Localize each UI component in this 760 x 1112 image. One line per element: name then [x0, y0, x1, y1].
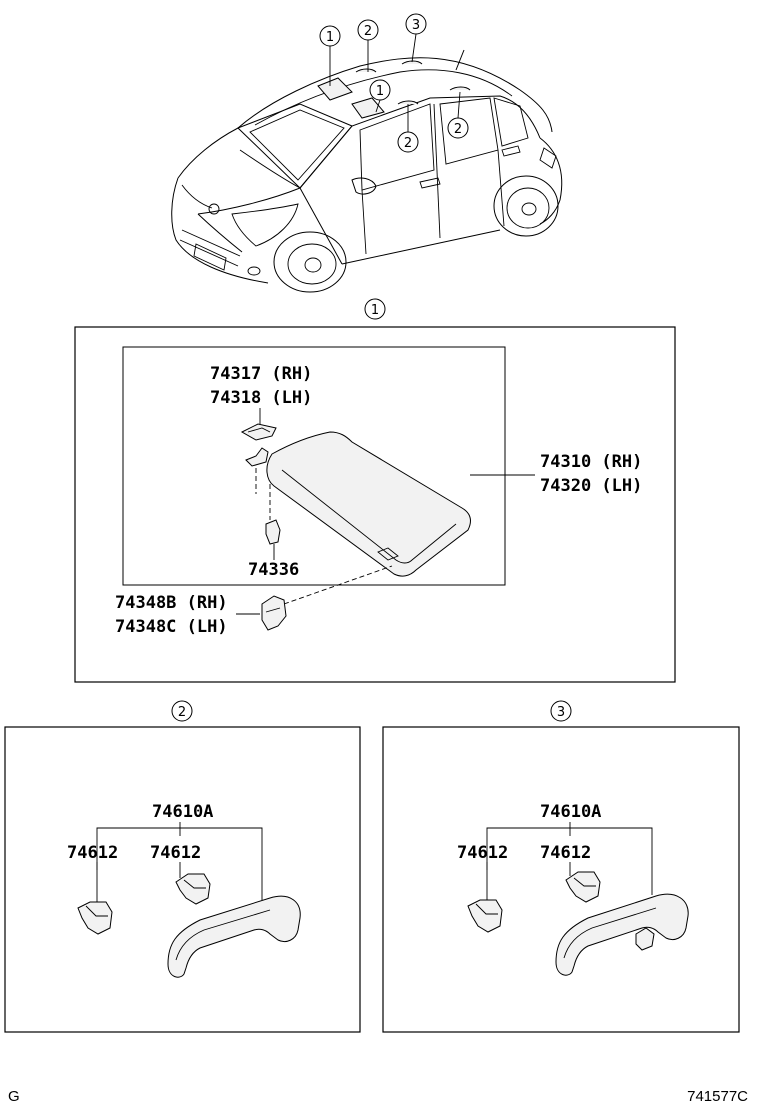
part-74310-rh: 74310 (RH): [540, 452, 642, 472]
visor-assembly-frame: [122, 346, 506, 586]
section-3-assembly-74610a: 74610A: [540, 802, 601, 822]
part-74320-lh: 74320 (LH): [540, 476, 642, 496]
svg-text:2: 2: [404, 136, 412, 151]
svg-text:3: 3: [412, 18, 420, 33]
callout-3-top: 3: [405, 13, 427, 35]
svg-text:2: 2: [364, 24, 372, 39]
part-74348b-rh: 74348B (RH): [115, 593, 228, 613]
section-3-frame: [382, 726, 740, 1033]
svg-text:2: 2: [178, 705, 186, 720]
svg-text:2: 2: [454, 122, 462, 137]
section-1-frame: [74, 326, 676, 683]
svg-text:1: 1: [376, 84, 384, 99]
section-1-marker: 1: [364, 298, 386, 320]
section-2-cap-right-74612: 74612: [150, 843, 201, 863]
callout-2-top: 2: [357, 19, 379, 41]
visor-clip-part: [265, 519, 281, 545]
svg-text:1: 1: [371, 303, 379, 318]
footer-diagram-code: 741577C: [687, 1088, 748, 1105]
section-3-coat-hook: [635, 927, 655, 951]
visor-bracket-part: [261, 595, 287, 631]
svg-text:1: 1: [326, 30, 334, 45]
section-2-frame: [4, 726, 361, 1033]
part-74317-rh: 74317 (RH): [210, 364, 312, 384]
svg-text:3: 3: [557, 705, 565, 720]
visor-pivot-part: [245, 447, 269, 467]
car-illustration: 1 2 3 1 2 2: [171, 13, 563, 293]
section-3-cap-right-part: [565, 871, 601, 903]
part-74318-lh: 74318 (LH): [210, 388, 312, 408]
section-2-cap-right-part: [175, 873, 211, 905]
section-3-cap-right-74612: 74612: [540, 843, 591, 863]
section-2-cap-left-74612: 74612: [67, 843, 118, 863]
section-3-cap-left-part: [467, 899, 503, 933]
section-2-assist-grip-part: [167, 895, 301, 978]
section-3-assist-grip-part: [555, 893, 689, 976]
section-3-marker: 3: [550, 700, 572, 722]
part-74336: 74336: [248, 560, 299, 580]
section-2-marker: 2: [171, 700, 193, 722]
footer-left-code: G: [8, 1088, 20, 1105]
sun-visor-part: [266, 431, 471, 577]
section-2-assembly-74610a: 74610A: [152, 802, 213, 822]
visor-holder-part: [240, 423, 277, 441]
section-3-cap-left-74612: 74612: [457, 843, 508, 863]
callout-1-mid: 1: [369, 79, 391, 101]
callout-2-right: 2: [447, 117, 469, 139]
callout-2-left: 2: [397, 131, 419, 153]
section-2-cap-left-part: [77, 901, 113, 935]
part-74348c-lh: 74348C (LH): [115, 617, 228, 637]
callout-1-top: 1: [319, 25, 341, 47]
